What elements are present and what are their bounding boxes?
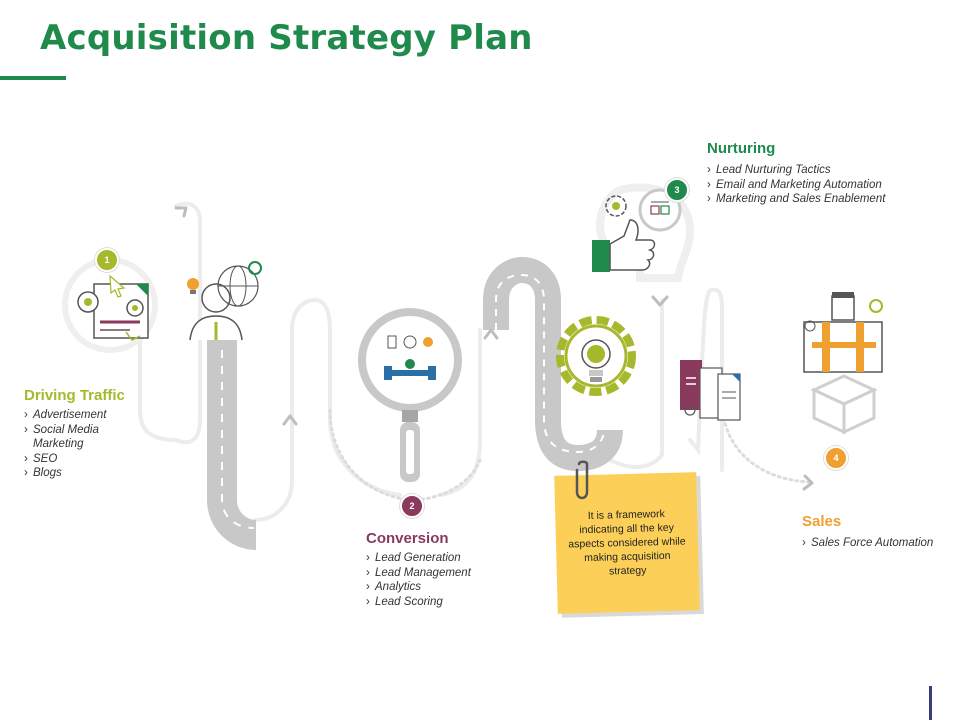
list-item: Lead Scoring [366,595,516,610]
sales-list: Sales Force Automation [802,536,952,551]
list-item: Marketing and Sales Enablement [707,192,927,207]
step-badge-2: 2 [400,494,424,518]
driving-traffic-list: Advertisement Social Media Marketing SEO… [24,408,154,481]
section-title-sales: Sales [802,513,842,530]
section-title-nurturing: Nurturing [707,140,776,157]
list-item: Lead Management [366,566,516,581]
road-segment-1 [207,340,258,550]
sticky-note-text: It is a framework indicating all the key… [568,508,686,578]
section-driving-traffic: Driving Traffic Advertisement Social Med… [24,387,154,481]
road-segment-2 [483,256,623,472]
document-gears-icon [62,257,158,353]
section-nurturing: Nurturing Lead Nurturing Tactics Email a… [707,140,927,207]
list-item: Advertisement [24,408,154,423]
path-arrows [174,206,814,491]
section-sales: Sales Sales Force Automation [802,513,952,551]
step-badge-3: 3 [665,178,689,202]
list-item: Lead Nurturing Tactics [707,163,927,178]
step-badge-1: 1 [95,248,119,272]
list-item: Email and Marketing Automation [707,178,927,193]
list-item: Marketing [33,438,84,450]
conversion-list: Lead Generation Lead Management Analytic… [366,551,516,609]
list-item: Lead Generation [366,551,516,566]
section-title-conversion: Conversion [366,530,449,547]
nurturing-list: Lead Nurturing Tactics Email and Marketi… [707,163,927,207]
list-item: SEO [24,452,154,467]
list-item: Analytics [366,580,516,595]
magnifier-meeting-icon [358,308,462,482]
section-conversion: Conversion Lead Generation Lead Manageme… [366,530,516,609]
binary-documents-icon [680,360,741,421]
handshake-box-icon [803,292,883,435]
section-title-driving-traffic: Driving Traffic [24,387,125,404]
title-underline [0,76,66,80]
paperclip-icon [575,460,589,500]
page-title: Acquisition Strategy Plan [40,18,533,58]
thinking-person-icon [187,261,262,341]
list-item: Blogs [24,466,154,481]
step-badge-4: 4 [824,446,848,470]
list-item: Sales Force Automation [802,536,952,551]
corner-accent-line [929,686,932,720]
list-item: Social Media [24,423,154,438]
gear-lightbulb-icon [556,316,636,396]
